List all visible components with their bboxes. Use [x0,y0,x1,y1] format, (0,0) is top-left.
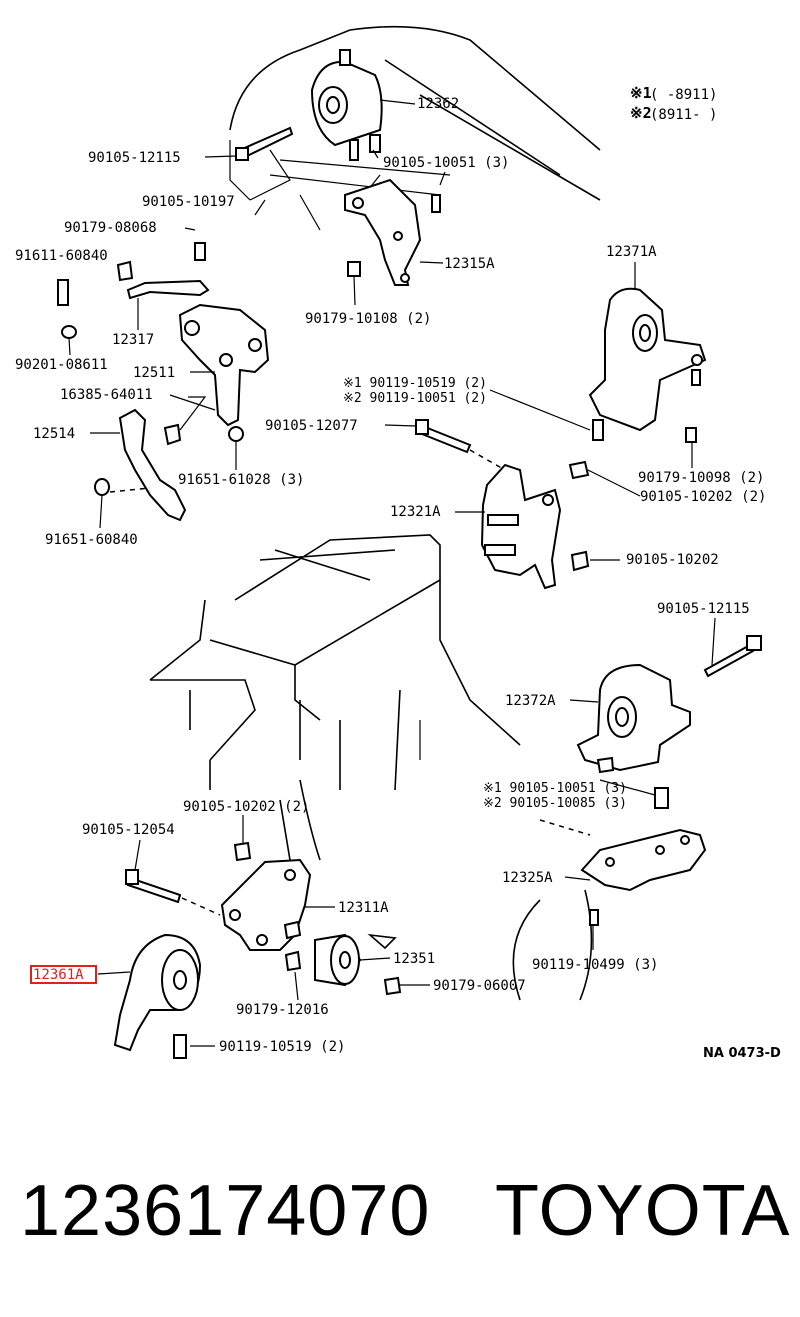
label-12351: 12351 [393,951,435,967]
label-90179-10108-2: 90179-10108 (2) [305,311,431,327]
part-number: 1236174070 [20,1171,431,1251]
transmission-outline [149,534,593,1001]
label-90105-10202: 90105-10202 [626,552,719,568]
bolt-90105-10202-low [233,815,252,862]
bracket-12311A [220,858,335,1001]
bolt-90105-12077 [384,419,506,471]
mount-12372A [569,663,691,809]
bolt-90105-12115-right [703,617,762,678]
label-91611-60840: 91611-60840 [15,248,108,264]
label-12361A: 12361A [33,967,84,983]
bolt-90105-12115-top [204,126,294,161]
label-12372A: 12372A [505,693,556,709]
label-90105-12115-top: 90105-12115 [88,150,181,166]
diagram-code: NA 0473-D [703,1046,781,1061]
label-90179-06007: 90179-06007 [433,978,526,994]
label-90105-10202-2-low: 90105-10202 (2) [183,799,309,815]
label-90179-10098-2: 90179-10098 (2) [638,470,764,486]
bolt-90105-12054 [125,839,221,916]
label-90201-08611: 90201-08611 [15,357,108,373]
label-90105-12077: 90105-12077 [265,418,358,434]
label-90105-10197: 90105-10197 [142,194,235,210]
mount-12371A [489,262,707,468]
footer: 1236174070 TOYOTA [0,1160,800,1280]
legend-mark-2: ※2 [630,104,652,122]
label-12325A: 12325A [502,870,553,886]
engine-outline [229,25,601,231]
label-91651-61028-3: 91651-61028 (3) [178,472,304,488]
label-90105-10085-alt2: ※2 90105-10085 (3) [483,796,627,811]
label-90105-10202-2-right: 90105-10202 (2) [640,489,766,505]
brand-name: TOYOTA [495,1171,791,1251]
callout-labels: 12362 90105-12115 90105-10051 (3) 90105-… [15,96,781,1061]
label-90105-12115-right: 90105-12115 [657,601,750,617]
bolt-90105-10051 [372,149,379,159]
bracket-12321A [455,460,641,590]
mount-12361A [97,933,215,1059]
label-12511: 12511 [133,365,175,381]
bracket-12511 [163,303,270,470]
label-12371A: 12371A [606,244,657,260]
mount-12362 [310,49,416,161]
bracket-12315A [344,171,446,306]
label-12311A: 12311A [338,900,389,916]
label-90119-10051-alt2: ※2 90119-10051 (2) [343,391,487,406]
label-90179-12016: 90179-12016 [236,1002,329,1018]
label-12321A: 12321A [390,504,441,520]
label-12514: 12514 [33,426,75,442]
legend-mark-1: ※1 [630,84,652,102]
leader-lines [169,199,656,796]
legend: ※1 ( -8911) ※2 (8911- ) [630,84,717,123]
label-90105-10051-3: 90105-10051 (3) [383,155,509,171]
parts-diagram: ※1 ( -8911) ※2 (8911- ) [15,25,781,1061]
legend-range-1: ( -8911) [650,87,717,103]
label-12317: 12317 [112,332,154,348]
highlight-box [30,965,97,984]
label-90105-12054: 90105-12054 [82,822,175,838]
label-90119-10519-alt1: ※1 90119-10519 (2) [343,376,487,391]
bracket-12514 [90,408,187,529]
label-16385-64011: 16385-64011 [60,387,153,403]
legend-range-2: (8911- ) [650,107,717,123]
label-91651-60840: 91651-60840 [45,532,138,548]
label-90119-10519-2: 90119-10519 (2) [219,1039,345,1055]
label-90179-08068: 90179-08068 [64,220,157,236]
bracket-12325A [539,819,707,950]
label-90119-10499-3: 90119-10499 (3) [532,957,658,973]
label-90105-10051-alt1: ※1 90105-10051 (3) [483,781,627,796]
label-12315A: 12315A [444,256,495,272]
stay-12317 [57,227,210,356]
insulator-12351 [314,933,430,996]
label-12362: 12362 [417,96,459,112]
